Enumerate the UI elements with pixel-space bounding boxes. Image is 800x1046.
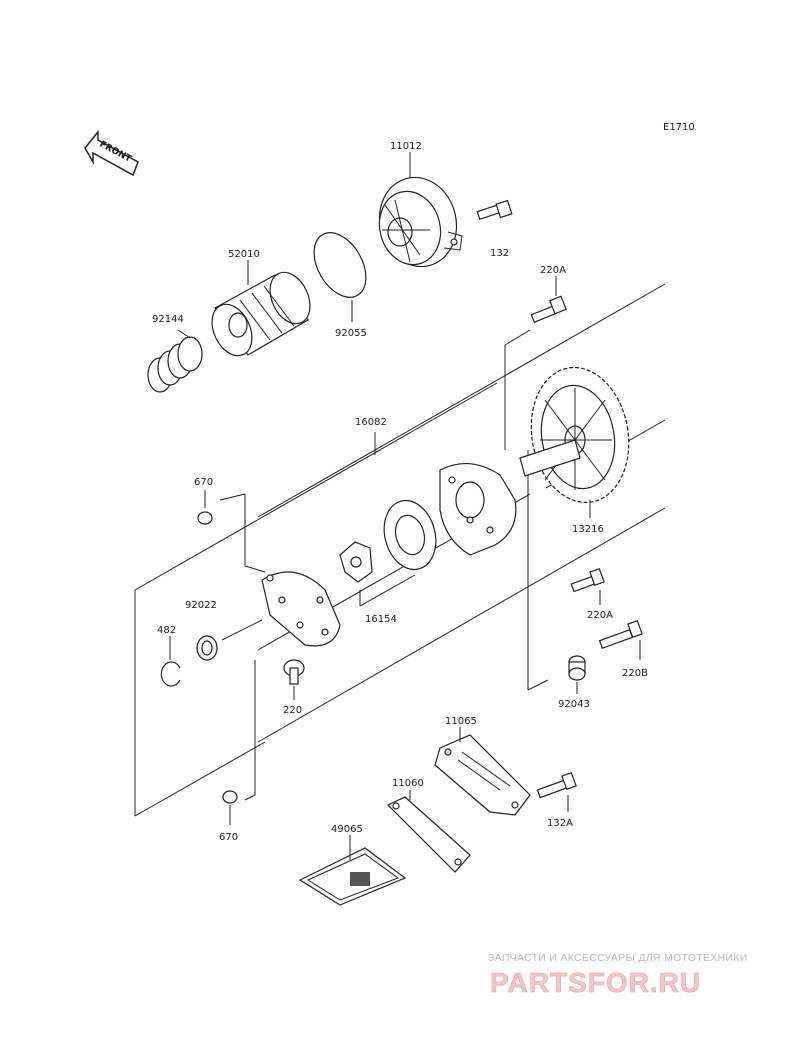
o-ring-670-bottom (222, 790, 238, 804)
bolt-220B (598, 619, 643, 650)
spring-92144 (147, 336, 203, 393)
part-label-220B: 220B (622, 668, 648, 679)
part-label-16154: 16154 (365, 614, 397, 625)
oil-filter-52010 (211, 271, 311, 357)
part-label-220: 220 (283, 705, 302, 716)
gasket-11060 (386, 796, 471, 873)
part-label-482: 482 (157, 625, 176, 636)
part-label-11012: 11012 (390, 141, 422, 152)
oil-screen-49065 (298, 847, 407, 906)
watermark-tagline: ЗАПЧАСТИ И АКСЕССУАРЫ ДЛЯ МОТОТЕХНИКИ (488, 952, 748, 964)
oil-filter-cover-11012 (378, 176, 463, 268)
part-label-92043: 92043 (558, 699, 590, 710)
sprocket-13216 (519, 366, 630, 504)
front-arrow-icon: FRONT (84, 129, 139, 177)
bolt-132A (536, 771, 577, 799)
o-ring-670-top (197, 511, 213, 525)
inner-rotor (339, 541, 373, 583)
part-label-13216: 13216 (572, 524, 604, 535)
part-label-92144: 92144 (152, 314, 184, 325)
part-label-220A-mid: 220A (587, 610, 613, 621)
bolt-132 (476, 199, 513, 220)
part-label-670-bottom: 670 (219, 832, 238, 843)
outer-rotor-16154 (383, 499, 437, 571)
part-label-132A: 132A (547, 818, 573, 829)
diagram-code: E1710 (663, 122, 695, 133)
part-label-11060: 11060 (392, 778, 424, 789)
watermark-logo: PARTSFOR.RU (490, 967, 701, 998)
bolt-220A-top (530, 295, 567, 323)
part-label-92055: 92055 (335, 328, 367, 339)
part-label-220A-top: 220A (540, 265, 566, 276)
part-label-92022: 92022 (185, 600, 217, 611)
cover-11065 (434, 734, 531, 816)
part-label-16082: 16082 (355, 417, 387, 428)
part-label-11065: 11065 (445, 716, 477, 727)
part-label-670-top: 670 (194, 477, 213, 488)
circlip-482 (160, 661, 181, 687)
part-label-132: 132 (490, 248, 509, 259)
screw-220 (283, 659, 305, 685)
part-label-49065: 49065 (331, 824, 363, 835)
o-ring-92055 (313, 232, 367, 298)
dowel-92043 (568, 655, 586, 681)
part-label-52010: 52010 (228, 249, 260, 260)
bolt-220A-mid (570, 567, 605, 593)
washer-92022 (196, 635, 218, 661)
oil-pump-body (439, 462, 517, 556)
pump-cover-plate (261, 571, 341, 647)
